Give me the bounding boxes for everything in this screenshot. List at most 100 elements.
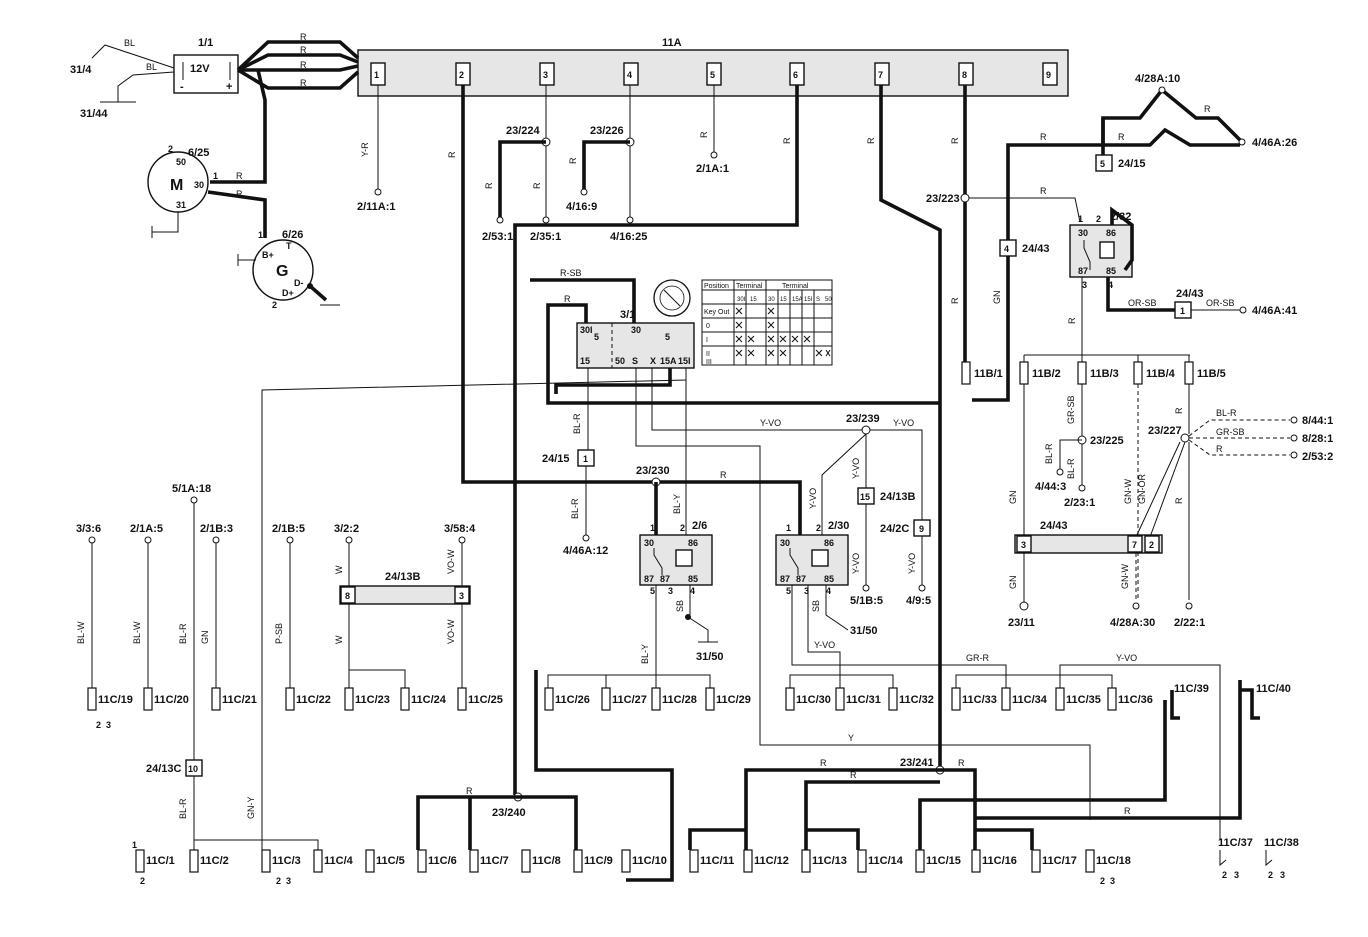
relay-2-30-pin87b: 87: [796, 574, 806, 584]
starter-pin-31: 31: [176, 200, 186, 210]
wire-r-232: R: [1067, 317, 1077, 324]
ign-pin-50: 50: [615, 356, 625, 366]
fuse-11c-35: 11C/35: [1066, 694, 1101, 706]
conn-24-43-1-id: 24/43: [1176, 288, 1204, 300]
fuse-11a-8: 8: [962, 70, 967, 80]
conn-24-15-5-id: 24/15: [1118, 158, 1146, 170]
wire-gn-2311: GN: [1008, 576, 1018, 590]
fuse-11c-19: 11C/19: [98, 694, 133, 706]
terminal-4-16-25: 4/16:25: [610, 231, 647, 243]
wire-blr-ign: BL-R: [572, 413, 582, 434]
fuses-11c-mid: 11C/19 11C/20 11C/21 11C/22 11C/23 11C/2…: [87, 683, 1291, 711]
wire-r-rt1: R: [1204, 104, 1211, 114]
fuse-11c-6: 11C/6: [428, 855, 457, 867]
wire-vow-2: VO-W: [446, 619, 456, 644]
terminal-2-35-1: 2/35:1: [530, 231, 561, 243]
fuse-11a-6: 6: [793, 70, 798, 80]
relay-2-30-id: 2/30: [828, 520, 849, 532]
connector-24-43: 24/43 3 7 2: [1014, 520, 1163, 554]
fusebox-11a-fuses: 1 2 3 4 5 6 7 8 9: [370, 62, 1058, 86]
wire-y: Y: [848, 733, 854, 743]
terminal-4-46a-26: 4/46A:26: [1252, 137, 1297, 149]
wire-r-223: R: [1040, 186, 1047, 196]
fuse-11c-14: 11C/14: [868, 855, 904, 867]
fuse-11c-27: 11C/27: [612, 694, 647, 706]
terminal-2-1a-1: 2/1A:1: [696, 163, 729, 175]
terminal-8-28-1: 8/28:1: [1302, 433, 1333, 445]
wire-yvo-7: Y-VO: [814, 640, 835, 650]
terminal-4-28a-10: 4/28A:10: [1135, 73, 1180, 85]
splice-23-223: 23/223: [926, 193, 960, 205]
fuse-11c-23: 11C/23: [355, 694, 390, 706]
battery-voltage: 12V: [190, 63, 210, 75]
fuse-11a-1: 1: [374, 70, 379, 80]
fuse-11c-12: 11C/12: [754, 855, 789, 867]
fuse-11a-2: 2: [459, 70, 464, 80]
wire-yvo-5: Y-VO: [851, 553, 861, 574]
relay-2-32-pin4: 4: [1108, 280, 1113, 290]
wire-r-241a: R: [820, 758, 827, 768]
conn-24-15-1-id: 24/15: [542, 453, 570, 465]
fuse-11c-33: 11C/33: [962, 694, 997, 706]
fuse-11c-40: 11C/40: [1256, 683, 1291, 695]
generator-id: 6/26: [282, 229, 303, 241]
fuse-11b-3: 11B/3: [1090, 368, 1119, 380]
terminal-2-1a-5: 2/1A:5: [130, 523, 163, 535]
wire-yr: Y-R: [360, 142, 370, 157]
fuse-11c-30: 11C/30: [796, 694, 831, 706]
relay-2-32-pin87: 87: [1078, 266, 1088, 276]
wire-gn-left: GN: [200, 631, 210, 645]
pin-1-sample: 1: [132, 840, 137, 850]
wire-r-2532: R: [1216, 444, 1223, 454]
relay-2-6-pin85: 85: [688, 574, 698, 584]
fuse-11c-29: 11C/29: [716, 694, 751, 706]
table-col-15i: 15I: [804, 297, 813, 303]
wire-w-2: W: [334, 635, 344, 644]
fuse-11c-10: 11C/10: [632, 855, 667, 867]
wire-blw-2: BL-W: [132, 621, 142, 644]
pin-3-mid: 3: [106, 720, 111, 730]
wire-yvo-6: Y-VO: [907, 553, 917, 574]
relay-2-32-pin30: 30: [1078, 228, 1088, 238]
fuse-11b-1: 11B/1: [974, 368, 1003, 380]
conn-24-13c-10-id: 24/13C: [146, 763, 182, 775]
terminal-2-53-2: 2/53:2: [1302, 451, 1333, 463]
starter-symbol: M: [170, 177, 183, 194]
fuse-11c-7: 11C/7: [480, 855, 509, 867]
fuse-11c-2: 11C/2: [200, 855, 229, 867]
wire-sb-2: SB: [811, 600, 821, 612]
fuse-11b-5: 11B/5: [1197, 368, 1226, 380]
ign-pin-15: 15: [580, 356, 590, 366]
table-row-0: 0: [706, 323, 710, 330]
starter-id: 6/25: [188, 147, 209, 159]
splice-23-240: 23/240: [492, 807, 526, 819]
wire-blw-1: BL-W: [76, 621, 86, 644]
wire-rsb: R-SB: [560, 268, 582, 278]
wire-r-11b5: R: [1174, 407, 1184, 414]
relay-2-30-pin3: 3: [804, 586, 809, 596]
terminal-4-46a-41: 4/46A:41: [1252, 305, 1297, 317]
wire-r-1140: R: [1124, 806, 1131, 816]
relay-2-6-pin30: 30: [644, 538, 654, 548]
wire-r-bat-1: R: [300, 32, 307, 42]
wire-bl-1: BL: [124, 38, 135, 48]
terminal-5-1b-5: 5/1B:5: [850, 595, 883, 607]
conn-24-15-5-pin: 5: [1100, 159, 1105, 169]
wire-psb: P-SB: [274, 623, 284, 644]
terminal-2-1b-3: 2/1B:3: [200, 523, 233, 535]
fuse-11c-17: 11C/17: [1042, 855, 1077, 867]
starter-pin-2: 2: [168, 144, 173, 154]
relay-2-30-pin85: 85: [824, 574, 834, 584]
wire-yvo-4: Y-VO: [808, 488, 818, 509]
conn-24-2c-9-pin: 9: [919, 524, 924, 534]
connector-24-13b-id: 24/13B: [385, 571, 421, 583]
left-terminals: 3/3:6 2/1A:5 2/1B:3 2/1B:5 3/2:2 3/58:4 …: [76, 483, 476, 544]
wire-r-241c: R: [850, 770, 857, 780]
gen-pin-d-minus: D-: [294, 278, 304, 288]
pin-3-b37: 3: [1234, 870, 1239, 880]
conn-24-43-4-pin: 4: [1004, 244, 1009, 254]
pin-3-b3: 3: [286, 876, 291, 886]
splice-23-225: 23/225: [1090, 435, 1124, 447]
ign-pin-s: S: [632, 356, 638, 366]
fuse-11a-4: 4: [627, 70, 632, 80]
